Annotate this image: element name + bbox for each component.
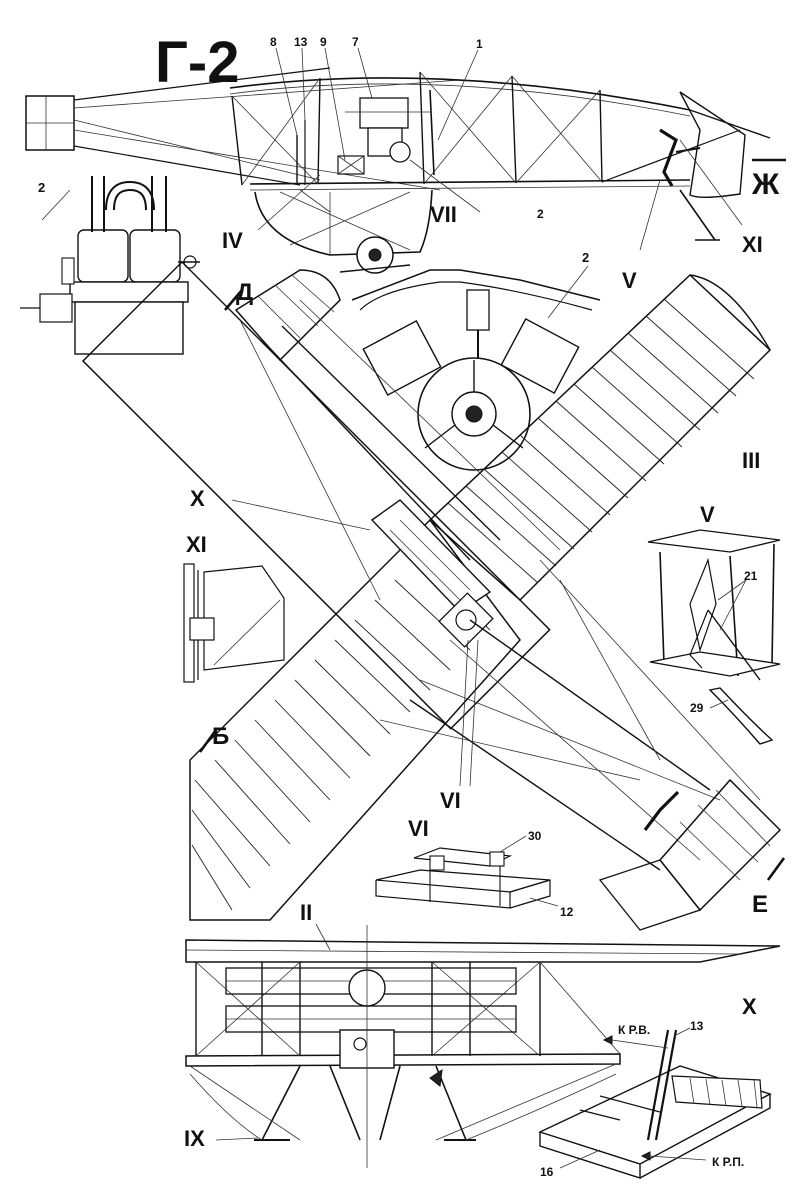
detail-v: V 21 29 xyxy=(647,502,781,745)
callout-29: 29 xyxy=(690,701,704,715)
roman-ix: IX xyxy=(184,1126,205,1151)
callout-21: 21 xyxy=(744,569,758,583)
detail-x-title: X xyxy=(742,994,757,1019)
callout-9: 9 xyxy=(320,35,327,49)
roman-xi-plan: XI xyxy=(186,532,207,557)
front-view: II xyxy=(184,900,781,1168)
roman-ii: II xyxy=(300,900,312,925)
callout-13: 13 xyxy=(294,35,308,49)
roman-v-side: V xyxy=(622,268,637,293)
label-krp: К Р.П. xyxy=(712,1155,744,1169)
detail-vi-title: VI xyxy=(408,816,429,841)
callout-1: 1 xyxy=(476,37,483,51)
callout-2-side: 2 xyxy=(537,207,544,221)
roman-vii: VII xyxy=(430,202,457,227)
section-mark-e: Е xyxy=(752,891,768,918)
callout-13-x: 13 xyxy=(690,1019,704,1033)
section-mark-d: Д xyxy=(236,279,253,306)
callout-7: 7 xyxy=(352,35,359,49)
detail-x: X К Р.В. 13 16 К Р.П. xyxy=(538,994,772,1179)
detail-vi: VI 30 12 xyxy=(375,816,574,919)
callout-2-engine: 2 xyxy=(38,180,45,195)
section-mark-b: Б xyxy=(212,723,229,750)
section-mark-zh: Ж xyxy=(751,168,780,201)
side-view: Ж 8 13 9 7 1 2 IV VII XI V xyxy=(25,35,786,293)
roman-xi-side: XI xyxy=(742,232,763,257)
drawing-title: Г-2 xyxy=(155,30,239,95)
roman-vi-plan: VI xyxy=(440,788,461,813)
detail-xi xyxy=(183,563,285,683)
callout-16: 16 xyxy=(540,1165,554,1179)
roman-x-plan: X xyxy=(190,486,205,511)
roman-iii: III xyxy=(742,448,760,473)
callout-12: 12 xyxy=(560,905,574,919)
label-krv: К Р.В. xyxy=(618,1023,650,1037)
engine-front-view: 2 xyxy=(20,176,200,355)
right-wing-ribs xyxy=(447,298,755,584)
engine-rear-view: 2 xyxy=(351,250,601,471)
callout-2-rear: 2 xyxy=(582,250,589,265)
plan-view: Д Б Е III X XI VI xyxy=(81,260,786,931)
roman-iv: IV xyxy=(222,228,243,253)
callout-30: 30 xyxy=(528,829,542,843)
callout-8: 8 xyxy=(270,35,277,49)
detail-v-title: V xyxy=(700,502,715,527)
